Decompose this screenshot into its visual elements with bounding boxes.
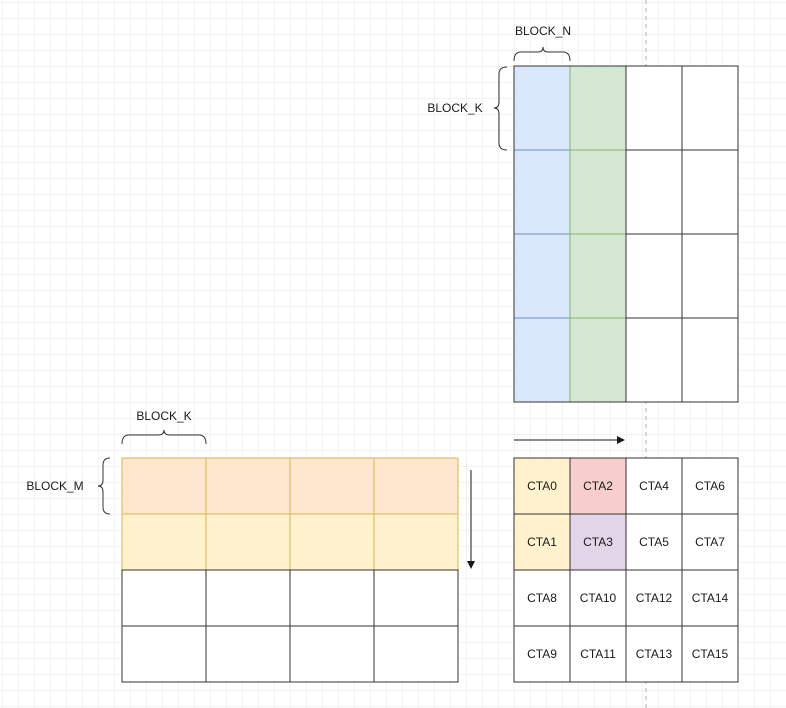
matrix-b-cell-r2-c2: [625, 233, 683, 319]
matrix-b-cell-r1-c3: [681, 149, 739, 235]
matrix-a-cell-r3-c0: [121, 625, 207, 683]
matrix-a-cell-r1-c3: [373, 513, 459, 571]
block-k-top-label: BLOCK_K: [427, 101, 482, 115]
matrix-b-cell-r3-c0: [513, 317, 571, 403]
matrix-c-cell: [681, 625, 739, 683]
matrix-b-cell-r0-c1: [569, 65, 627, 151]
matrix-b-cell-r0-c0: [513, 65, 571, 151]
matrix-b-cell-r2-c3: [681, 233, 739, 319]
matrix-c-cell: [681, 569, 739, 627]
cta-label: CTA0: [527, 479, 557, 493]
matrix-a-cell-r2-c0: [121, 569, 207, 627]
matrix-a-cell-r2-c1: [205, 569, 291, 627]
matrix-c-cell: [569, 569, 627, 627]
matrix-b-cell-r0-c2: [625, 65, 683, 151]
matrix-a-cell-r1-c1: [205, 513, 291, 571]
cta-label: CTA4: [639, 479, 669, 493]
block-k-left-brace: [121, 429, 207, 445]
matrix-a-cell-r3-c2: [289, 625, 375, 683]
matrix-b-cell-r1-c1: [569, 149, 627, 235]
matrix-a-cell-r1-c0: [121, 513, 207, 571]
matrix-a-cell-r2-c2: [289, 569, 375, 627]
matrix-c-cell: [513, 625, 571, 683]
cta-label: CTA10: [580, 591, 617, 605]
matrix-a-cell-r3-c1: [205, 625, 291, 683]
matrix-a-cell-r0-c3: [373, 457, 459, 515]
cta-label: CTA5: [639, 535, 669, 549]
cta-label: CTA11: [580, 647, 616, 661]
matrix-a: [121, 457, 459, 683]
cta-label: CTA3: [583, 535, 613, 549]
matrix-b-cell-r2-c1: [569, 233, 627, 319]
matrix-c-cell: [681, 513, 739, 571]
block-k-left-label: BLOCK_K: [136, 409, 191, 423]
matrix-c-cell: [513, 513, 571, 571]
matrix-c-cell: [681, 457, 739, 515]
matrix-b-cell-r2-c0: [513, 233, 571, 319]
cta-label: CTA12: [636, 591, 673, 605]
block-n-brace: [513, 46, 571, 62]
matrix-a-cell-r0-c0: [121, 457, 207, 515]
matrix-a-cell-r0-c2: [289, 457, 375, 515]
cta-label: CTA2: [583, 479, 613, 493]
matrix-b-cell-r3-c2: [625, 317, 683, 403]
cta-label: CTA1: [527, 535, 557, 549]
matrix-c-cell: [625, 513, 683, 571]
cta-label: CTA15: [692, 647, 729, 661]
matrix-b: [513, 65, 739, 403]
cta-label: CTA13: [636, 647, 673, 661]
cta-label: CTA8: [527, 591, 557, 605]
cta-label: CTA9: [527, 647, 557, 661]
matrix-b-cell-r1-c2: [625, 149, 683, 235]
matrix-a-cell-r2-c3: [373, 569, 459, 627]
matrix-b-cell-r0-c3: [681, 65, 739, 151]
matrix-a-cell-r1-c2: [289, 513, 375, 571]
block-k-top-brace: [493, 66, 508, 151]
cta-label: CTA7: [695, 535, 725, 549]
matrix-b-cell-r1-c0: [513, 149, 571, 235]
matrix-a-lower-outline: [121, 569, 459, 683]
block-m-brace: [97, 457, 111, 515]
matrix-a-cell-r0-c1: [205, 457, 291, 515]
matrix-c-cell: [569, 513, 627, 571]
block-n-label: BLOCK_N: [515, 24, 571, 38]
matrix-b-cell-r3-c3: [681, 317, 739, 403]
cta-label: CTA6: [695, 479, 725, 493]
block-m-label: BLOCK_M: [26, 479, 83, 493]
matrix-c-cell: [569, 625, 627, 683]
cta-label: CTA14: [692, 591, 729, 605]
matrix-a-cell-r3-c3: [373, 625, 459, 683]
matrix-c-cell: [625, 569, 683, 627]
matrix-b-outline: [513, 65, 739, 403]
matrix-b-cell-r3-c1: [569, 317, 627, 403]
